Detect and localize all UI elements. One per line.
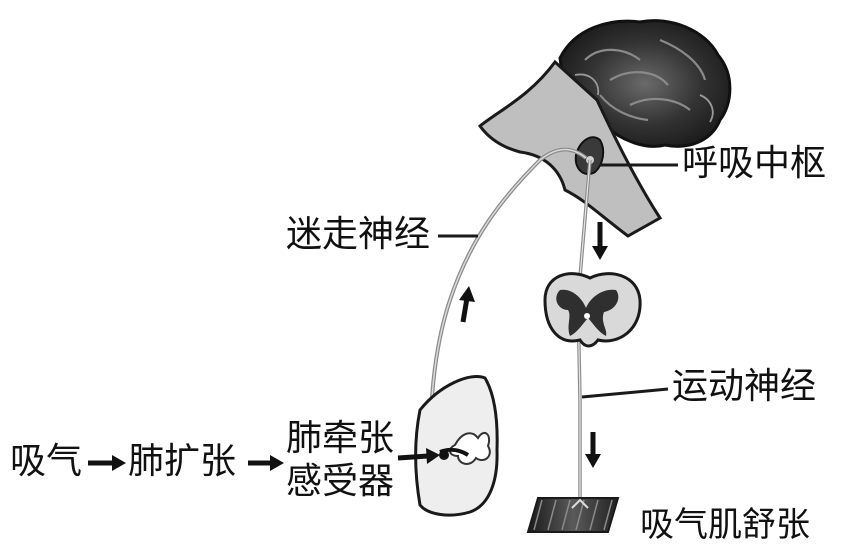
label-vagus-nerve: 迷走神经 [286, 214, 431, 255]
label-stretch-receptor-line2: 感受器 [286, 461, 395, 502]
label-stretch-receptor-line1: 肺牵张 [286, 418, 395, 459]
arrow-icon [88, 455, 126, 471]
leader-motor [581, 387, 669, 399]
arrow-icon [592, 222, 608, 260]
label-lung-expand: 肺扩张 [128, 441, 237, 482]
label-motor-nerve: 运动神经 [672, 366, 817, 407]
arrow-icon [248, 455, 284, 471]
arrow-icon [397, 448, 440, 464]
label-inhale: 吸气 [10, 441, 83, 482]
lung-icon [414, 375, 499, 517]
label-inspiratory-muscle-relax: 吸气肌舒张 [640, 505, 810, 545]
spinal-cord-icon [543, 272, 642, 348]
arrow-icon [459, 286, 475, 323]
arrow-icon [585, 432, 601, 468]
muscle-icon [526, 497, 620, 533]
label-respiratory-center: 呼吸中枢 [682, 143, 827, 184]
